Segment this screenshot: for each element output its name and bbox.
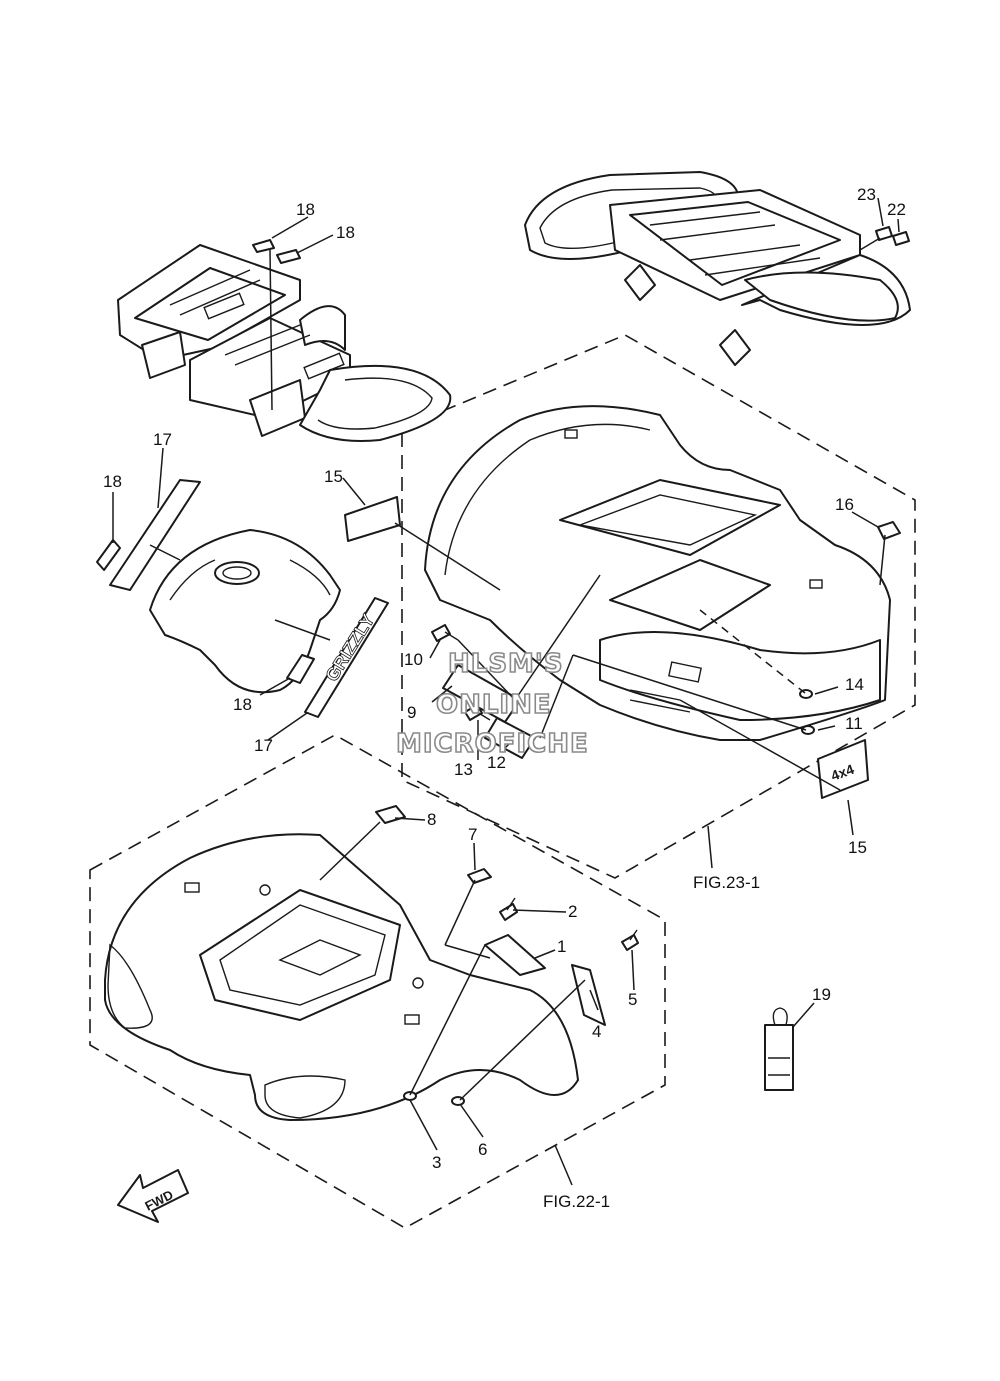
label-7 xyxy=(467,868,492,884)
watermark-line-3: MICROFICHE xyxy=(396,729,589,759)
callout-21: 18 xyxy=(336,223,355,242)
fig-ref-22-1: FIG.22-1 xyxy=(543,1192,610,1211)
callout-9: 9 xyxy=(407,703,416,722)
label-8 xyxy=(375,805,406,824)
rivet-2 xyxy=(499,897,518,921)
callout-1: 1 xyxy=(557,937,566,956)
fig-ref-23-1: FIG.23-1 xyxy=(693,873,760,892)
leader-lines xyxy=(112,197,900,1186)
watermark: HLSM'S ONLINE MICROFICHE xyxy=(395,648,589,760)
callout-10: 10 xyxy=(404,650,423,669)
watermark-line-2: ONLINE xyxy=(436,690,552,720)
callout-2: 2 xyxy=(568,902,577,921)
plate-4 xyxy=(571,964,606,1026)
callout-22: 22 xyxy=(887,200,906,219)
fwd-arrow: FWD xyxy=(117,1169,189,1223)
rivet-5 xyxy=(621,929,639,951)
front-carrier xyxy=(117,244,452,442)
front-fender-group-outline xyxy=(89,734,666,1229)
label-21 xyxy=(276,249,301,264)
callout-3: 3 xyxy=(432,1153,441,1172)
callout-5: 5 xyxy=(628,990,637,1009)
plate-9 xyxy=(442,664,521,723)
callout-labels: 18 18 23 22 17 18 15 16 10 9 13 12 14 11… xyxy=(103,185,906,1172)
decal-18-upper xyxy=(96,539,121,571)
bolt-10 xyxy=(431,624,459,642)
badge-4x4-decal: 4x4 xyxy=(817,739,869,799)
callout-12: 12 xyxy=(487,753,506,772)
label-15-upper xyxy=(344,496,401,542)
callout-15-upper: 15 xyxy=(324,467,343,486)
label-20 xyxy=(252,239,275,253)
callout-4: 4 xyxy=(592,1022,601,1041)
front-fender xyxy=(104,833,579,1121)
label-16 xyxy=(877,521,901,540)
callout-7: 7 xyxy=(468,825,477,844)
callout-6: 6 xyxy=(478,1140,487,1159)
grizzly-decal-text: GRIZZLY xyxy=(322,611,379,685)
rear-carrier xyxy=(524,171,911,366)
callout-16: 16 xyxy=(835,495,854,514)
callout-14: 14 xyxy=(845,675,864,694)
decal-17-upper xyxy=(109,479,201,591)
label-22 xyxy=(892,231,910,246)
callout-8: 8 xyxy=(427,810,436,829)
watermark-line-1: HLSM'S xyxy=(448,649,564,679)
callout-15-lower: 15 xyxy=(848,838,867,857)
callout-20: 18 xyxy=(296,200,315,219)
callout-19: 19 xyxy=(812,985,831,1004)
callout-13: 13 xyxy=(454,760,473,779)
callout-18-upper: 18 xyxy=(103,472,122,491)
callout-17-lower: 17 xyxy=(254,736,273,755)
tag-19 xyxy=(764,1007,794,1091)
washer-3 xyxy=(403,1091,417,1101)
bolt-13 xyxy=(464,704,491,721)
callout-23: 23 xyxy=(857,185,876,204)
rear-fender-group-outline xyxy=(401,334,916,879)
callout-17-upper: 17 xyxy=(153,430,172,449)
label-23 xyxy=(875,226,893,241)
decal-18-lower xyxy=(286,654,315,684)
plate-12 xyxy=(484,717,536,759)
callout-18-lower: 18 xyxy=(233,695,252,714)
callout-11: 11 xyxy=(845,714,863,733)
badge-4x4-text: 4x4 xyxy=(829,761,857,784)
tank-cover xyxy=(149,529,341,694)
plate-1 xyxy=(484,934,546,976)
washer-11 xyxy=(801,725,815,735)
